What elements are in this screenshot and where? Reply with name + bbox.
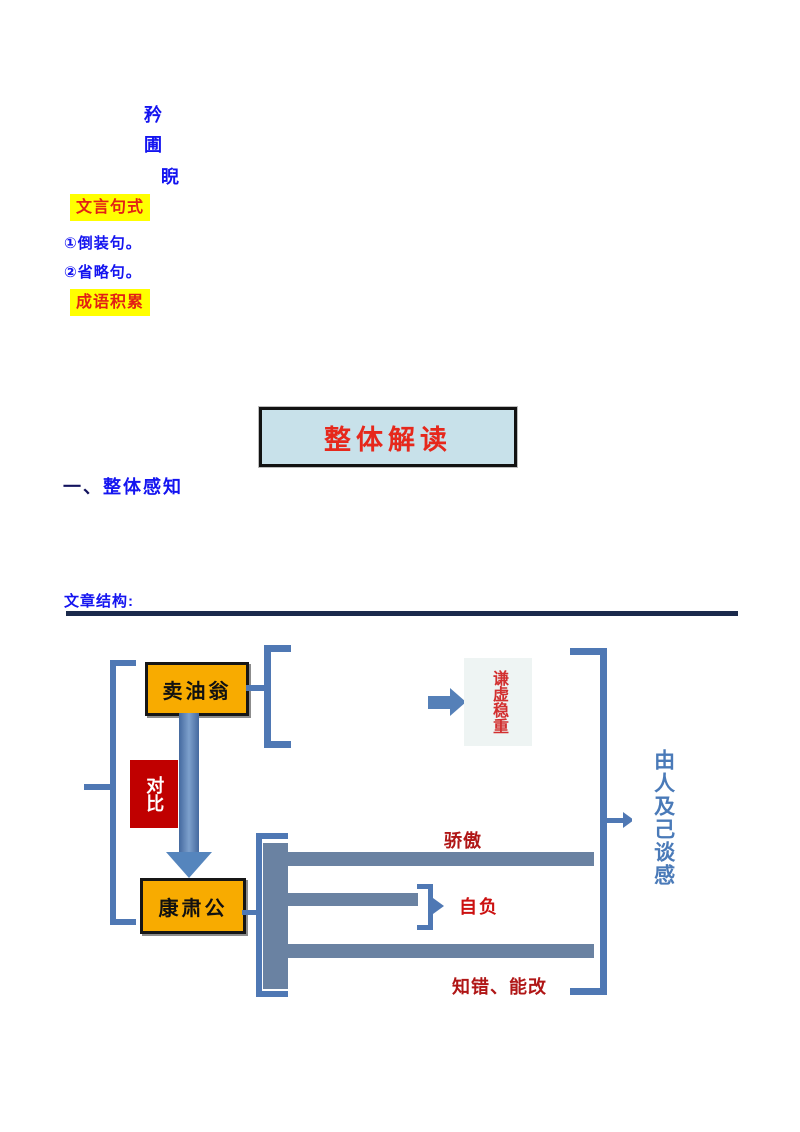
kangsu-trait-mid-box: 自负 (446, 884, 512, 928)
right-bracket-vertical (600, 648, 607, 995)
left-bracket-top-tick (110, 660, 136, 666)
structure-label: 文章结构: (64, 593, 134, 610)
kangsu-box-label: 康肃公 (158, 897, 228, 920)
conclusion-arrow-head-icon (623, 812, 634, 828)
seller-bracket-vertical (264, 645, 271, 748)
section-banner: 整体解读 (258, 406, 518, 468)
section-banner-title: 整体解读 (324, 424, 452, 455)
compare-box: 对比 (130, 760, 178, 828)
highlight-label-idioms: 成语积累 (70, 289, 151, 317)
kangsu-bracket-bottom-tick (256, 991, 288, 997)
sentence-pattern-item-1: ①倒装句。 (64, 235, 142, 252)
seller-bracket-top-tick (264, 645, 291, 652)
kangsu-bar-top (286, 852, 594, 866)
kangsu-trait-top-label: 骄傲 (444, 831, 482, 851)
heading-text: 整体感知 (103, 477, 183, 497)
seller-box: 卖油翁 (145, 662, 249, 716)
zifu-brace-top-tick (417, 884, 429, 889)
seller-trait-label: 谦虚稳重 (490, 670, 507, 734)
heading-number: 一、 (63, 477, 103, 497)
kangsu-bar-middle (286, 893, 418, 906)
compare-arrow-shaft (179, 713, 199, 853)
zifu-brace-bottom-tick (417, 925, 429, 930)
kangsu-bracket-vertical (256, 833, 262, 997)
section-heading: 一、整体感知 (63, 473, 183, 499)
key-character-note-1: 矜 (144, 105, 162, 125)
left-bracket-bottom-tick (110, 919, 136, 925)
kangsu-right-connector (242, 910, 257, 915)
kangsu-trait-mid-label: 自负 (459, 897, 499, 917)
humble-arrow-shaft (428, 696, 450, 709)
zifu-arrow-head-icon (433, 898, 444, 914)
seller-box-label: 卖油翁 (162, 680, 232, 703)
conclusion-connector (607, 818, 625, 823)
right-bracket-bottom-tick (570, 988, 607, 995)
humble-arrow-head-icon (450, 688, 466, 716)
seller-trait-box: 谦虚稳重 (464, 658, 532, 746)
zifu-brace-vertical (428, 884, 433, 930)
key-character-note-3: 睨 (161, 167, 179, 187)
sentence-pattern-item-2: ②省略句。 (64, 264, 142, 281)
kangsu-box: 康肃公 (140, 878, 246, 934)
conclusion-box: 由人及己谈感 (632, 742, 694, 894)
kangsu-band (263, 843, 288, 989)
compare-box-label: 对比 (144, 776, 165, 812)
left-bracket-vertical (110, 660, 116, 925)
kangsu-bracket-top-tick (256, 833, 288, 839)
kangsu-bar-bottom (286, 944, 594, 958)
highlight-label-sentence-patterns: 文言句式 (70, 194, 151, 222)
structure-underline (66, 611, 738, 616)
conclusion-label: 由人及己谈感 (651, 749, 675, 887)
compare-arrow-head-icon (166, 852, 212, 878)
kangsu-trait-bottom-label: 知错、能改 (452, 977, 547, 997)
key-character-note-2: 圃 (144, 135, 162, 155)
seller-right-connector (246, 685, 264, 691)
seller-bracket-bottom-tick (264, 741, 291, 748)
right-bracket-top-tick (570, 648, 607, 655)
left-bracket-middle-tick (84, 784, 111, 790)
